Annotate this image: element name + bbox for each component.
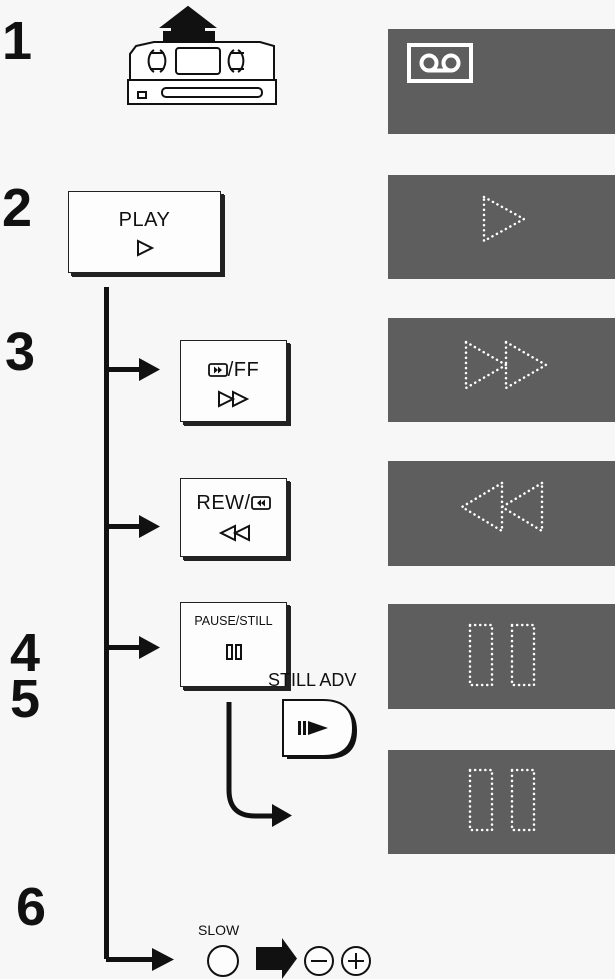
pause-icon: [225, 644, 243, 660]
rewind-icon: [217, 524, 251, 542]
rew-button-label: REW/: [196, 492, 250, 514]
arrow-to-slow: [152, 948, 174, 971]
slow-minus-button[interactable]: [303, 945, 337, 979]
flow-line-still-adv: [229, 702, 276, 816]
arrow-slow-to-minus: [256, 938, 297, 979]
still-adv-button[interactable]: [279, 697, 361, 765]
arrow-to-pause: [139, 636, 160, 659]
ff-button-label-row: /FF: [181, 359, 286, 382]
still-adv-label: STILL ADV: [268, 670, 356, 691]
slow-button[interactable]: [205, 943, 243, 979]
ff-button[interactable]: /FF: [180, 340, 287, 422]
rew-button-label-row: REW/: [181, 492, 286, 515]
fast-forward-icon: [217, 390, 251, 408]
pause-still-button-label: PAUSE/STILL: [181, 614, 286, 628]
ff-button-label: /FF: [228, 359, 260, 381]
arrow-to-ff: [139, 358, 160, 381]
rew-button[interactable]: REW/: [180, 478, 287, 557]
index-forward-icon: [208, 363, 228, 377]
arrow-to-rew: [139, 515, 160, 538]
index-rewind-icon: [251, 496, 271, 510]
slow-label: SLOW: [198, 922, 239, 938]
slow-plus-button[interactable]: [340, 945, 374, 979]
